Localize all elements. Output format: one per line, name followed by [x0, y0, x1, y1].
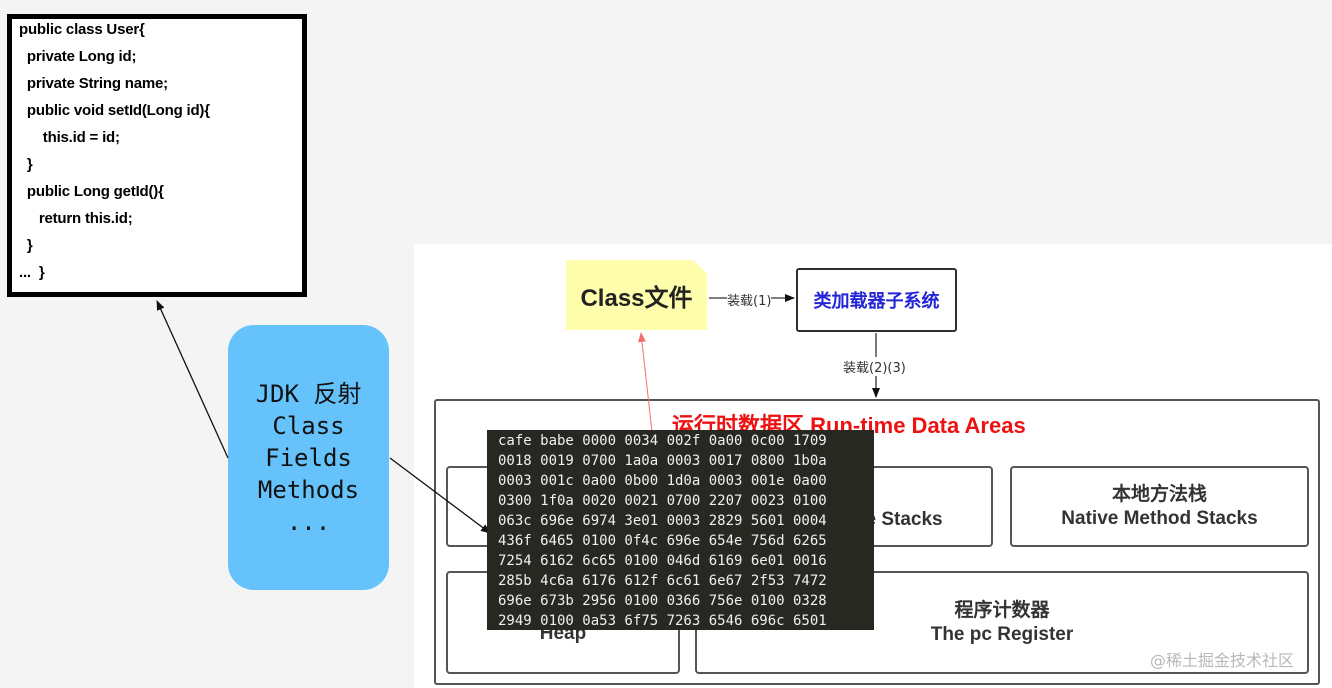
code-line: public Long getId(){ — [19, 183, 164, 200]
code-line: return this.id; — [19, 210, 133, 227]
pc-register-label-cn: 程序计数器 — [954, 599, 1050, 621]
code-line: private String name; — [19, 75, 168, 92]
source-code-box: public class User{ private Long id; priv… — [7, 14, 307, 297]
reflection-line: Fields — [265, 443, 352, 472]
hex-line: 436f 6465 0100 0f4c 696e 654e 756d 6265 — [498, 533, 827, 549]
code-line: } — [19, 237, 33, 254]
arrow-to-code — [156, 300, 229, 459]
edge-label-load-23: 装载(2)(3) — [843, 357, 906, 376]
hex-line: 0300 1f0a 0020 0021 0700 2207 0023 0100 — [498, 493, 827, 509]
reflection-line: JDK 反射 — [255, 379, 362, 408]
reflection-line: Methods — [257, 475, 360, 504]
reflection-line: Class — [272, 411, 345, 440]
hex-line: 063c 696e 6974 3e01 0003 2829 5601 0004 — [498, 513, 827, 529]
arrow-to-hexdump — [389, 457, 491, 534]
edge-label-load-1: 装载(1) — [727, 290, 772, 309]
class-bytecode-hexdump: cafe babe 0000 0034 002f 0a00 0c00 1709 … — [487, 430, 874, 630]
hex-line: cafe babe 0000 0034 002f 0a00 0c00 1709 — [498, 433, 827, 449]
arrow-to-class-file — [638, 332, 653, 433]
hex-line: 285b 4c6a 6176 612f 6c61 6e67 2f53 7472 — [498, 573, 827, 589]
hex-line: 2949 0100 0a53 6f75 7263 6546 696c 6501 — [498, 613, 827, 629]
reflection-line: ... — [286, 507, 331, 536]
hex-line: 7254 6162 6c65 0100 046d 6169 6e01 0016 — [498, 553, 827, 569]
hex-line: 0018 0019 0700 1a0a 0003 0017 0800 1b0a — [498, 453, 827, 469]
code-line: ... } — [19, 264, 45, 281]
pc-register-label-en: The pc Register — [930, 623, 1074, 645]
hex-line: 696e 673b 2956 0100 0366 756e 0100 0328 — [498, 593, 827, 609]
class-file-note: Class文件 — [566, 260, 707, 330]
native-stack-label-cn: 本地方法栈 — [1111, 483, 1207, 505]
class-loader-subsystem-box: 类加载器子系统 — [796, 268, 957, 332]
native-method-stack-box: 本地方法栈 Native Method Stacks — [1010, 466, 1309, 547]
code-line: this.id = id; — [19, 129, 120, 146]
reflection-bubble: JDK 反射 Class Fields Methods ... — [228, 325, 389, 590]
code-line: } — [19, 156, 33, 173]
code-line: public class User{ — [19, 21, 145, 38]
code-line: public void setId(Long id){ — [19, 102, 210, 119]
native-stack-label-en: Native Method Stacks — [1061, 507, 1258, 529]
note-fold-corner — [693, 260, 707, 274]
hex-line: 0003 001c 0a00 0b00 1d0a 0003 001e 0a00 — [498, 473, 827, 489]
code-line: private Long id; — [19, 48, 137, 65]
watermark: @稀土掘金技术社区 — [1150, 651, 1295, 670]
